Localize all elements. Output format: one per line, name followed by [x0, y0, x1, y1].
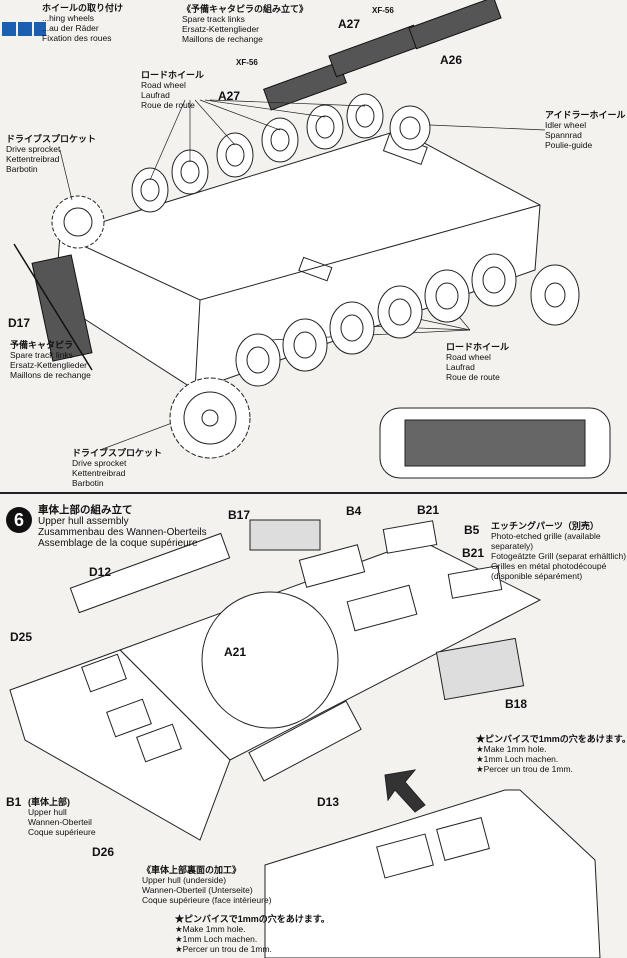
- part-b21-a: B21: [417, 503, 440, 517]
- part-a26: A26: [440, 53, 463, 67]
- underside-title: 《車体上部裏面の加工》 Upper hull (underside) Wanne…: [142, 865, 272, 905]
- spare-track-left: [13, 243, 93, 371]
- spare-links-label: 予備キャタピラ Spare track links Ersatz-Ketteng…: [10, 340, 91, 380]
- etching-parts-note: エッチングパーツ（別売） Photo-etched grille (availa…: [491, 521, 627, 581]
- part-b5: B5: [464, 523, 480, 537]
- hull-underside-drawing: [264, 789, 601, 958]
- idler-wheel-label: アイドラーホイール Idler wheel Spannrad Poulie-gu…: [545, 110, 626, 150]
- upper-hull-drawing: [9, 519, 542, 841]
- track-inset: [379, 407, 611, 479]
- step-title: 車体上部の組み立て Upper hull assembly Zusammenba…: [38, 504, 207, 550]
- part-d12: D12: [89, 565, 112, 579]
- part-a27-a: A27: [338, 17, 361, 31]
- part-d13: D13: [317, 795, 340, 809]
- road-wheels-lower: [235, 253, 580, 387]
- part-d17: D17: [8, 316, 31, 330]
- paint-xf56-a: XF-56: [372, 6, 394, 15]
- watermark-logo: [0, 20, 50, 52]
- paint-xf56-b: XF-56: [236, 58, 258, 67]
- spare-track-title: 《予備キャタピラの組み立て》 Spare track links Ersatz-…: [182, 4, 309, 44]
- spare-track-top: [263, 0, 502, 111]
- section-divider: [0, 492, 627, 494]
- part-d26: D26: [92, 845, 115, 859]
- drive-sprocket-lower: [169, 377, 251, 459]
- arrow-icon: [384, 769, 426, 813]
- step-number: 6: [6, 507, 32, 533]
- part-b4: B4: [346, 504, 362, 518]
- part-b18: B18: [505, 697, 528, 711]
- drive-sprocket-label-bottom: ドライブスプロケット Drive sprocket Kettentreibrad…: [72, 448, 163, 488]
- road-wheels-upper: [131, 93, 431, 213]
- drive-sprocket-upper: [51, 195, 105, 249]
- road-wheel-label-top: ロードホイール Road wheel Laufrad Roue de route: [141, 70, 205, 110]
- part-b17: B17: [228, 508, 251, 522]
- part-a21: A21: [224, 645, 247, 659]
- part-b21-b: B21: [462, 546, 485, 560]
- b1-label: (車体上部) Upper hull Wannen-Oberteil Coque …: [28, 797, 96, 837]
- hole-note-right: ★ピンバイスで1mmの穴をあけます。 ★Make 1mm hole. ★1mm …: [476, 734, 627, 774]
- part-a27-b: A27: [218, 89, 241, 103]
- hole-note-bottom: ★ピンバイスで1mmの穴をあけます。 ★Make 1mm hole. ★1mm …: [175, 914, 330, 954]
- road-wheel-label-bottom: ロードホイール Road wheel Laufrad Roue de route: [446, 342, 510, 382]
- part-d25: D25: [10, 630, 33, 644]
- part-b1: B1: [6, 795, 22, 809]
- wheels-title: ホイールの取り付け ...hing wheels ...au der Räder…: [42, 3, 124, 43]
- drive-sprocket-label-top: ドライブスプロケット Drive sprocket Kettentreibrad…: [6, 134, 97, 174]
